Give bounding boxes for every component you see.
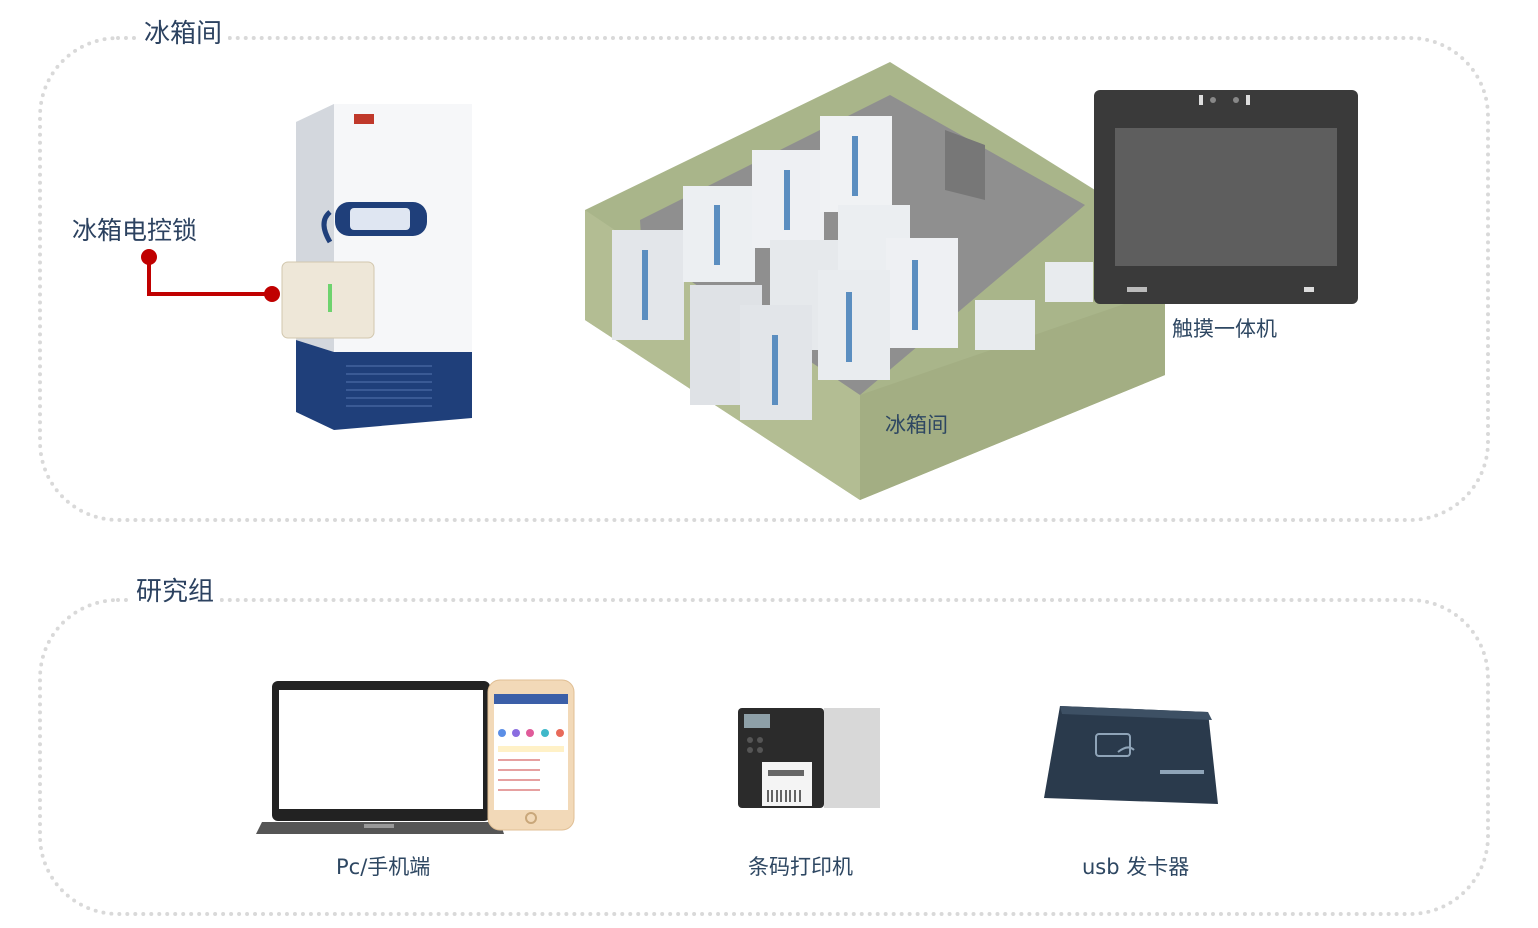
fridge-room-panel [38, 36, 1490, 522]
touch-screen-label: 触摸一体机 [1172, 317, 1277, 341]
usb-card-reader-image [1044, 706, 1218, 804]
fridge-room-title: 冰箱间 [138, 18, 229, 50]
barcode-printer-image [738, 708, 880, 808]
lock-connector-line [141, 249, 280, 302]
room-label: 冰箱间 [885, 413, 948, 437]
touch-screen-image [1094, 90, 1358, 304]
research-group-title: 研究组 [130, 576, 221, 608]
fridge-room-image [585, 62, 1165, 500]
barcode-printer-label: 条码打印机 [748, 855, 853, 879]
lock-label: 冰箱电控锁 [72, 216, 198, 245]
laptop-phone-image [256, 679, 575, 834]
usb-reader-label: usb 发卡器 [1082, 855, 1190, 879]
research-group-panel [38, 598, 1490, 916]
pc-mobile-label: Pc/手机端 [336, 855, 431, 879]
freezer-image [281, 104, 472, 430]
